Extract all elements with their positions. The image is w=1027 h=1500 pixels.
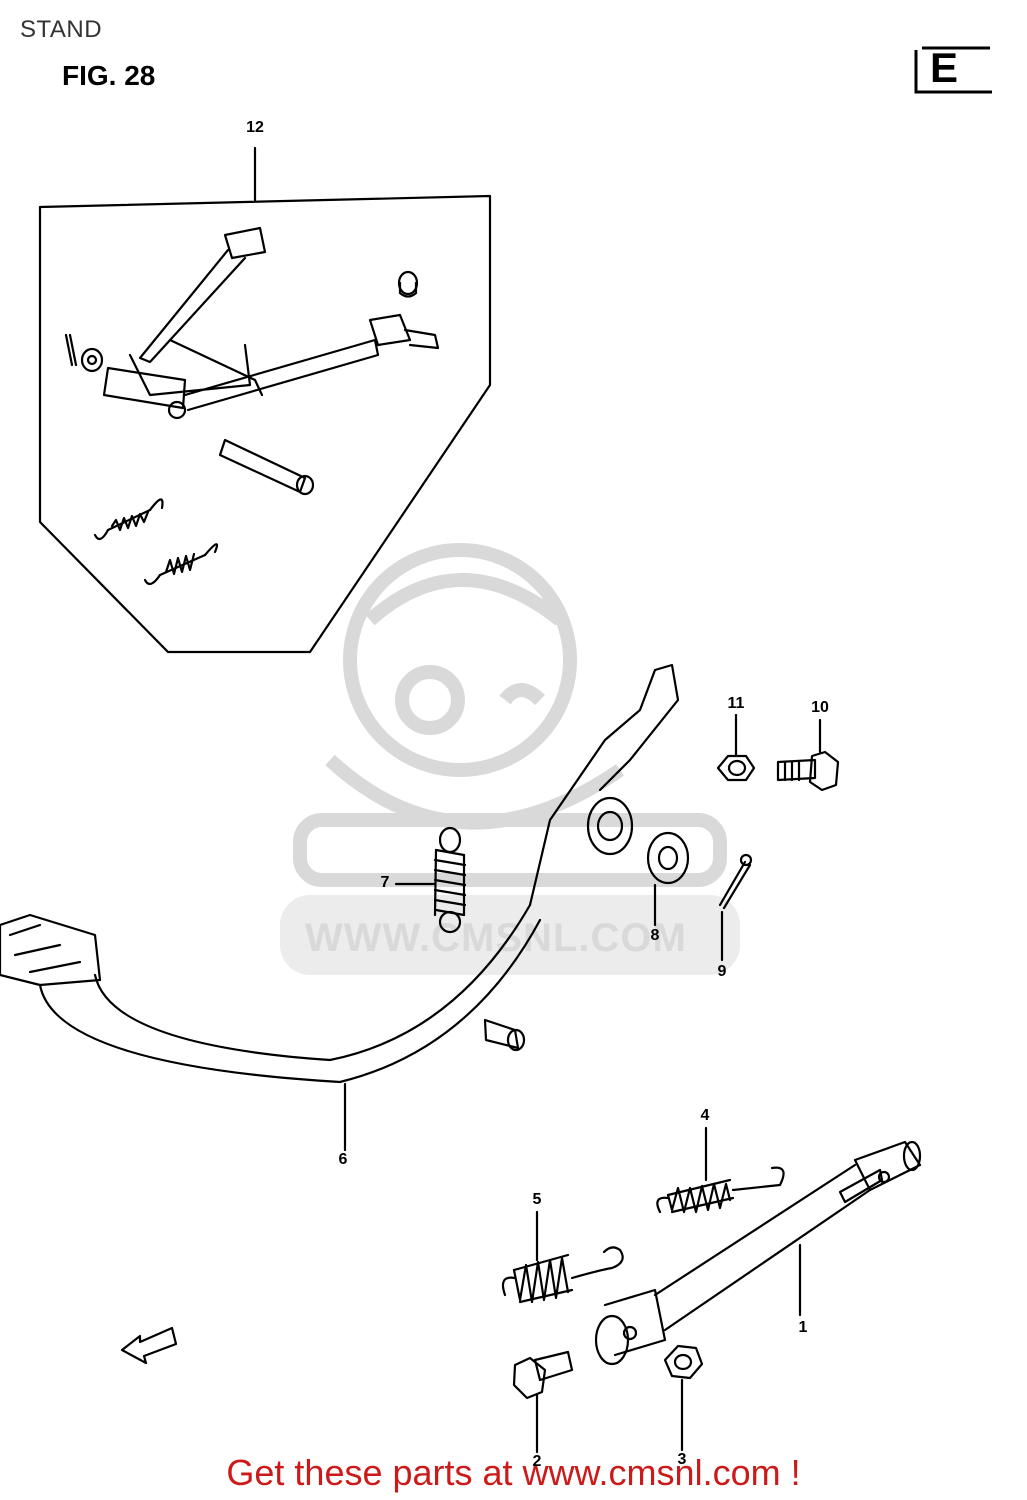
watermark-text: WWW.CMSNL.COM bbox=[305, 916, 687, 960]
figure-title: FIG. 28 bbox=[62, 60, 156, 91]
spring-7-part bbox=[433, 826, 467, 934]
callout-9: 9 bbox=[717, 963, 727, 980]
washer-8-part bbox=[646, 831, 690, 885]
center-stand-assembly-frame bbox=[38, 146, 492, 654]
center-stand-part bbox=[64, 226, 440, 586]
page-title: STAND bbox=[20, 16, 103, 43]
callout-10: 10 bbox=[811, 699, 829, 716]
bolt-2-part bbox=[512, 1350, 574, 1400]
nut-3-part bbox=[663, 1344, 704, 1380]
callout-6: 6 bbox=[338, 1151, 348, 1168]
bolt-10-part bbox=[776, 750, 840, 792]
side-stand-1-part bbox=[594, 1140, 922, 1366]
nut-11-part bbox=[716, 754, 756, 782]
callout-11: 11 bbox=[727, 695, 745, 712]
fwd-arrow-icon bbox=[120, 1326, 178, 1365]
section-badge-letter: E bbox=[930, 44, 959, 91]
stand-lever-part bbox=[0, 663, 680, 1084]
leader-lines bbox=[343, 713, 822, 1454]
callout-12: 12 bbox=[246, 119, 264, 136]
callout-3: 3 bbox=[677, 1451, 687, 1468]
footer-link[interactable]: Get these parts at www.cmsnl.com ! bbox=[226, 1452, 801, 1493]
cotter-pin-9-part bbox=[718, 853, 753, 910]
callout-7: 7 bbox=[380, 874, 390, 891]
spring-5-part bbox=[501, 1246, 624, 1304]
callout-4: 4 bbox=[700, 1107, 710, 1124]
callout-1: 1 bbox=[798, 1319, 808, 1336]
callout-2: 2 bbox=[532, 1453, 542, 1470]
callout-5: 5 bbox=[532, 1191, 542, 1208]
callout-8: 8 bbox=[650, 927, 660, 944]
spring-4-part bbox=[656, 1166, 785, 1214]
section-badge-frame bbox=[914, 46, 992, 94]
